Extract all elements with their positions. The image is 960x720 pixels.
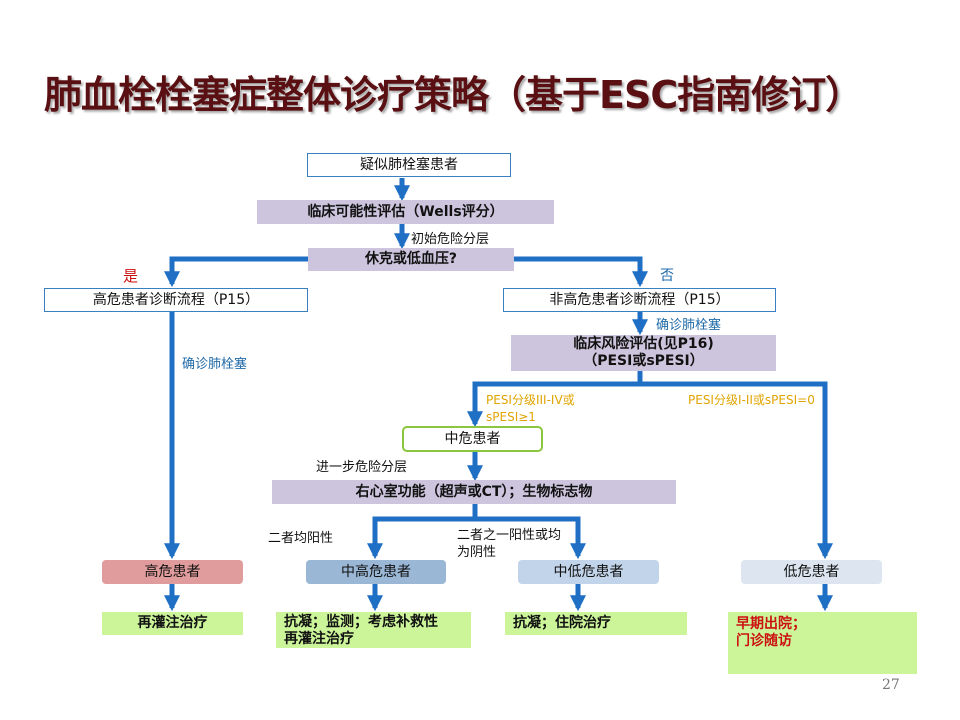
low-risk-treatment-text-line1: 早期出院； bbox=[736, 616, 806, 632]
reperfusion-treatment-box: 再灌注治疗 bbox=[102, 612, 243, 635]
int-high-treatment-text-line1: 抗凝；监测；考虑补救性 bbox=[284, 614, 438, 630]
arrow-shock-no bbox=[514, 256, 649, 288]
both-positive-label: 二者均阳性 bbox=[268, 531, 334, 546]
intermediate-low-text: 中低危患者 bbox=[553, 563, 624, 580]
intermediate-high-box: 中高危患者 bbox=[306, 560, 446, 584]
one-or-none-label-line2: 为阴性 bbox=[457, 545, 497, 560]
confirmed-pe-left-label: 确诊肺栓塞 bbox=[182, 357, 248, 372]
one-or-none-label-line1: 二者之一阳性或均 bbox=[457, 528, 562, 543]
arrow-to-intermediate-low bbox=[475, 516, 587, 560]
rv-function-text: 右心室功能（超声或CT）；生物标志物 bbox=[355, 483, 593, 500]
low-risk-patient-box: 低危患者 bbox=[741, 560, 882, 584]
high-risk-patient-text: 高危患者 bbox=[144, 563, 201, 580]
high-risk-patient-box: 高危患者 bbox=[102, 560, 243, 584]
wells-score-box: 临床可能性评估（Wells评分） bbox=[257, 200, 554, 224]
non-high-risk-pathway-text: 非高危患者诊断流程（P15） bbox=[549, 291, 730, 308]
pesi-high-label-line2: sPESI≥1 bbox=[486, 410, 536, 424]
clinical-risk-text-line2: （PESI或sPESI） bbox=[583, 353, 704, 369]
further-stratification-label: 进一步危险分层 bbox=[316, 460, 408, 475]
arrow-to-low-risk bbox=[640, 381, 834, 560]
yes-label: 是 bbox=[123, 267, 139, 285]
pesi-high-label-line1: PESI分级III-IV或 bbox=[486, 393, 575, 407]
wells-score-text: 临床可能性评估（Wells评分） bbox=[307, 203, 504, 220]
intermediate-risk-text: 中危患者 bbox=[444, 430, 501, 447]
confirmed-pe-right-label: 确诊肺栓塞 bbox=[656, 318, 722, 333]
suspected-pe-text: 疑似肺栓塞患者 bbox=[360, 156, 458, 173]
intermediate-risk-box: 中危患者 bbox=[402, 426, 543, 452]
suspected-pe-box: 疑似肺栓塞患者 bbox=[307, 153, 511, 177]
arrow-to-intermediate-high bbox=[366, 516, 475, 560]
int-high-treatment-text-line2: 再灌注治疗 bbox=[284, 631, 354, 647]
non-high-risk-pathway-box: 非高危患者诊断流程（P15） bbox=[503, 288, 776, 312]
shock-hypotension-box: 休克或低血压? bbox=[308, 248, 514, 271]
initial-stratification-label: 初始危险分层 bbox=[411, 232, 490, 247]
clinical-risk-text-line1: 临床风险评估(见P16) bbox=[573, 336, 714, 352]
int-low-treatment-text: 抗凝；住院治疗 bbox=[513, 615, 611, 631]
low-risk-patient-text: 低危患者 bbox=[783, 563, 840, 580]
intermediate-low-box: 中低危患者 bbox=[518, 560, 659, 584]
high-risk-pathway-box: 高危患者诊断流程（P15） bbox=[44, 288, 308, 312]
arrow-shock-yes bbox=[163, 256, 308, 288]
page-title: 肺血栓栓塞症整体诊疗策略（基于ESC指南修订） bbox=[44, 73, 863, 117]
shock-hypotension-text: 休克或低血压? bbox=[364, 251, 458, 267]
low-risk-treatment-text-line2: 门诊随访 bbox=[736, 633, 792, 649]
pesi-low-label: PESI分级I-II或sPESI=0 bbox=[688, 393, 815, 407]
intermediate-high-text: 中高危患者 bbox=[341, 563, 411, 580]
int-low-treatment-box: 抗凝；住院治疗 bbox=[505, 612, 687, 635]
reperfusion-treatment-text: 再灌注治疗 bbox=[137, 615, 208, 631]
int-high-treatment-box: 抗凝；监测；考虑补救性 再灌注治疗 bbox=[276, 612, 471, 648]
high-risk-pathway-text: 高危患者诊断流程（P15） bbox=[92, 291, 260, 308]
no-label: 否 bbox=[660, 268, 674, 284]
rv-function-box: 右心室功能（超声或CT）；生物标志物 bbox=[272, 480, 676, 504]
arrow-to-intermediate bbox=[466, 381, 640, 428]
low-risk-treatment-box: 早期出院； 门诊随访 bbox=[728, 612, 917, 674]
page-number: 27 bbox=[882, 677, 900, 693]
clinical-risk-box: 临床风险评估(见P16) （PESI或sPESI） bbox=[511, 335, 776, 371]
